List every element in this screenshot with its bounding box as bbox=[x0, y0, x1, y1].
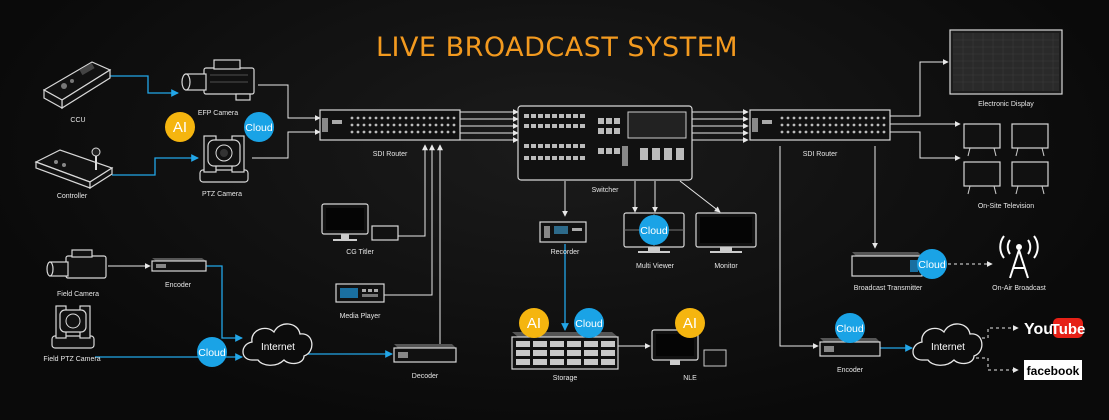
electronic-display: Electronic Display bbox=[949, 29, 1063, 108]
broadcast-transmitter-label: Broadcast Transmitter bbox=[854, 285, 923, 292]
field-camera-label: Field Camera bbox=[57, 291, 99, 298]
broadcast-transmitter: Broadcast Transmitter bbox=[851, 252, 923, 292]
encoder-left-label: Encoder bbox=[165, 282, 192, 289]
storage: Storage bbox=[511, 332, 619, 382]
youtube-you-text: You bbox=[1024, 321, 1053, 338]
cloud-badge-label: Cloud bbox=[640, 225, 668, 237]
router-icon bbox=[749, 109, 891, 141]
encoder-right: Encoder bbox=[819, 338, 881, 374]
on-site-television: On-Site Television bbox=[963, 123, 1049, 210]
broadcast-camera-icon bbox=[181, 59, 255, 101]
internet-cloud-right: Internet bbox=[912, 323, 983, 366]
internet-right-label: Internet bbox=[931, 342, 965, 353]
ccu-label: CCU bbox=[70, 117, 85, 124]
switcher-label: Switcher bbox=[592, 187, 620, 194]
cloud-badge-label: Cloud bbox=[918, 259, 946, 271]
encoder-icon bbox=[151, 258, 207, 272]
router-icon bbox=[319, 109, 461, 141]
on-air-broadcast: On-Air Broadcast bbox=[992, 235, 1046, 292]
efp-camera-label: EFP Camera bbox=[198, 110, 238, 117]
multi-viewer-label: Multi Viewer bbox=[636, 263, 675, 270]
cloud-badge-efp: Cloud bbox=[244, 112, 274, 142]
tv-grid-icon bbox=[963, 123, 1049, 195]
ai-badge-label: AI bbox=[173, 119, 187, 136]
cloud-badge-label: Cloud bbox=[198, 347, 226, 359]
badges: AI Cloud Cloud Cloud Cloud AI Cloud AI bbox=[165, 112, 947, 367]
ccu: CCU bbox=[42, 61, 112, 124]
diagram-title: LIVE BROADCAST SYSTEM bbox=[376, 32, 738, 63]
media-player-label: Media Player bbox=[340, 313, 382, 320]
controller: Controller bbox=[34, 147, 114, 200]
ccu-icon bbox=[42, 61, 112, 110]
field-camera: Field Camera bbox=[46, 249, 107, 298]
antenna-icon bbox=[999, 235, 1039, 279]
field-ptz-camera-label: Field PTZ Camera bbox=[43, 356, 100, 363]
cg-titler-label: CG Titler bbox=[346, 249, 374, 256]
ai-badge-label: AI bbox=[527, 315, 541, 332]
cloud-badge-label: Cloud bbox=[245, 122, 273, 134]
joystick-controller-icon bbox=[34, 147, 114, 190]
facebook-text: facebook bbox=[1027, 364, 1080, 378]
switcher: Switcher bbox=[517, 105, 693, 194]
internet-cloud-left: Internet bbox=[242, 323, 313, 366]
ai-badge-efp: AI bbox=[165, 112, 195, 142]
cloud-badge-label: Cloud bbox=[836, 323, 864, 335]
ptz-camera: PTZ Camera bbox=[199, 135, 249, 198]
sdi-router-right: SDI Router bbox=[749, 109, 891, 158]
field-ptz-camera: Field PTZ Camera bbox=[43, 305, 101, 363]
connectors bbox=[95, 59, 1019, 373]
cloud-badge-field: Cloud bbox=[197, 337, 227, 367]
led-wall-icon bbox=[949, 29, 1063, 95]
cg-titler: CG Titler bbox=[321, 203, 399, 256]
decoder-label: Decoder bbox=[412, 373, 439, 380]
decoder-icon bbox=[393, 344, 457, 363]
cloud-badge-transmitter: Cloud bbox=[917, 249, 947, 279]
ptz-camera-icon bbox=[199, 135, 249, 183]
recorder-icon bbox=[539, 221, 587, 243]
media-player: Media Player bbox=[335, 283, 385, 320]
encoder-right-label: Encoder bbox=[837, 367, 864, 374]
decoder: Decoder bbox=[393, 344, 457, 380]
sdi-router-left-label: SDI Router bbox=[373, 151, 408, 158]
ai-badge-nle: AI bbox=[675, 308, 705, 338]
on-site-television-label: On-Site Television bbox=[978, 203, 1034, 210]
ptz-camera-label: PTZ Camera bbox=[202, 191, 242, 198]
on-air-broadcast-label: On-Air Broadcast bbox=[992, 285, 1046, 292]
storage-server-icon bbox=[511, 332, 619, 370]
switcher-console-icon bbox=[517, 105, 693, 181]
cloud-badge-encoder: Cloud bbox=[835, 313, 865, 343]
youtube-logo: You Tube bbox=[1024, 318, 1085, 338]
nle-label: NLE bbox=[683, 375, 697, 382]
cloud-badge-storage: Cloud bbox=[574, 308, 604, 338]
field-camera-icon bbox=[46, 249, 107, 279]
sdi-router-right-label: SDI Router bbox=[803, 151, 838, 158]
ai-badge-storage: AI bbox=[519, 308, 549, 338]
storage-label: Storage bbox=[553, 375, 578, 382]
controller-label: Controller bbox=[57, 193, 88, 200]
cloud-shape-icon bbox=[242, 323, 313, 366]
monitor-label: Monitor bbox=[714, 263, 738, 270]
electronic-display-label: Electronic Display bbox=[978, 101, 1034, 108]
youtube-tube-text: Tube bbox=[1051, 321, 1086, 338]
ai-badge-label: AI bbox=[683, 315, 697, 332]
cloud-badge-label: Cloud bbox=[575, 318, 603, 330]
efp-camera: EFP Camera bbox=[181, 59, 255, 117]
monitor: Monitor bbox=[695, 212, 757, 270]
ptz-camera-icon bbox=[51, 305, 95, 349]
cloud-badge-multiviewer: Cloud bbox=[639, 215, 669, 245]
transmitter-icon bbox=[851, 252, 923, 277]
internet-left-label: Internet bbox=[261, 342, 295, 353]
media-player-icon bbox=[335, 283, 385, 303]
recorder-label: Recorder bbox=[551, 249, 580, 256]
encoder-left: Encoder bbox=[151, 258, 207, 289]
recorder: Recorder bbox=[539, 221, 587, 256]
cloud-shape-icon bbox=[912, 323, 983, 366]
facebook-logo: facebook bbox=[1024, 360, 1082, 380]
monitor-icon bbox=[695, 212, 757, 253]
computer-monitor-icon bbox=[321, 203, 399, 241]
sdi-router-left: SDI Router bbox=[319, 109, 461, 158]
